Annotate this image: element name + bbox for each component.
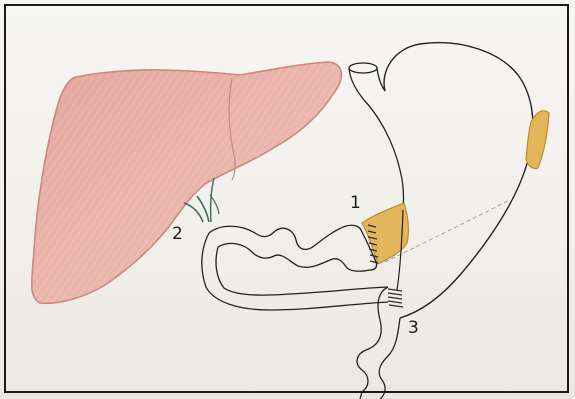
stomach bbox=[364, 43, 533, 318]
label-two: 2 bbox=[172, 226, 183, 243]
omental-fat-right bbox=[526, 111, 549, 169]
staple-line-3 bbox=[388, 289, 403, 307]
jejunal-limb bbox=[202, 225, 388, 310]
esophagus bbox=[349, 63, 385, 100]
liver bbox=[32, 62, 342, 303]
label-one: 1 bbox=[350, 195, 361, 212]
label-three: 3 bbox=[408, 320, 419, 337]
